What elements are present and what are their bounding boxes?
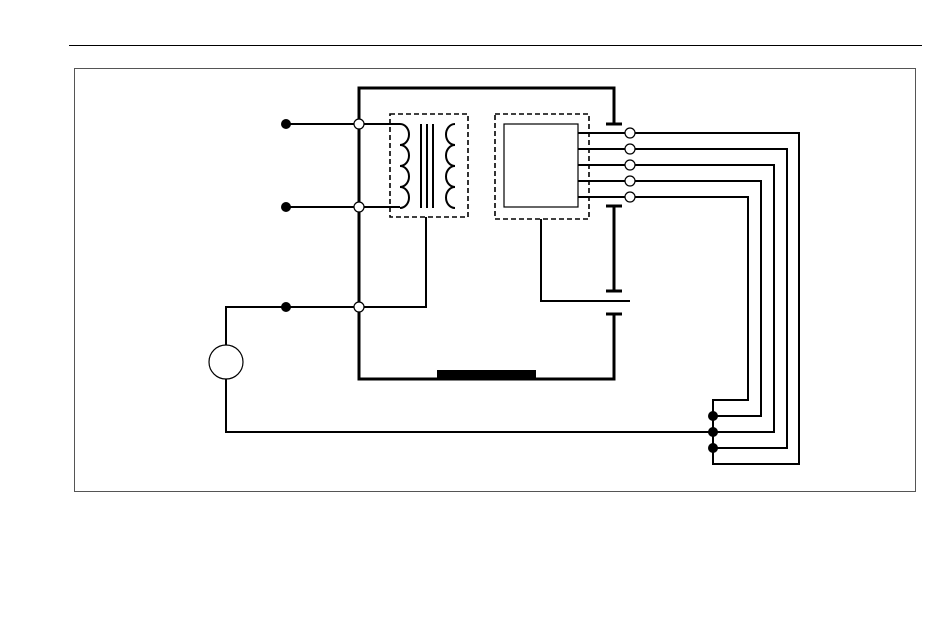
output-terminal-1 xyxy=(625,128,635,138)
enclosure-terminal-1 xyxy=(354,119,364,129)
module-ground-wire xyxy=(541,219,630,301)
output-terminal-2 xyxy=(625,144,635,154)
input-wires xyxy=(226,124,426,345)
output-terminal-4 xyxy=(625,176,635,186)
return-wire xyxy=(226,379,713,432)
input-terminal-3 xyxy=(281,302,291,312)
grounding-plate xyxy=(437,370,536,380)
input-terminal-1 xyxy=(281,119,291,129)
input-terminal-2 xyxy=(281,202,291,212)
output-wires xyxy=(578,133,799,464)
return-terminal-1 xyxy=(708,411,718,421)
return-terminal-2 xyxy=(708,427,718,437)
return-terminal-3 xyxy=(708,443,718,453)
ac-source-icon xyxy=(209,345,243,379)
transformer xyxy=(390,114,468,217)
enclosure-terminal-3 xyxy=(354,302,364,312)
enclosure xyxy=(359,88,622,379)
output-terminal-3 xyxy=(625,160,635,170)
output-terminal-5 xyxy=(625,192,635,202)
control-module xyxy=(495,114,589,219)
enclosure-terminal-2 xyxy=(354,202,364,212)
